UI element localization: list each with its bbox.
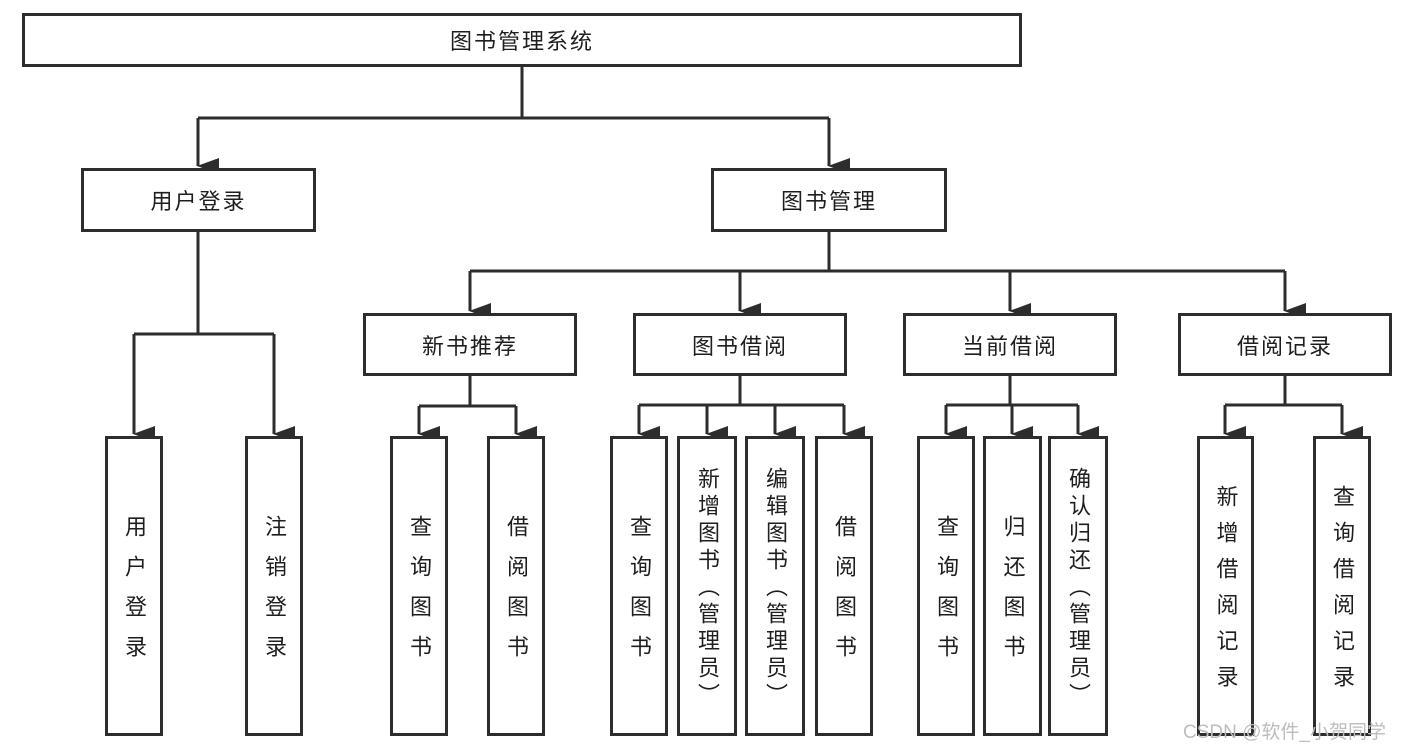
node-book-management-label: 图书管理 [780, 189, 877, 214]
node-current-borrowing-label: 当前借阅 [961, 333, 1058, 359]
node-user-login-label: 用户登录 [150, 189, 247, 214]
node-new-book-recommendation-label: 新书推荐 [421, 333, 518, 359]
leaf-rec-query-book: 查询图书 [390, 436, 448, 736]
leaf-rec-borrow-book: 借阅图书 [487, 436, 545, 736]
node-book-borrowing: 图书借阅 [633, 313, 847, 376]
leaf-rec-borrow-book-label: 借阅图书 [504, 515, 529, 675]
node-book-management: 图书管理 [711, 168, 947, 232]
leaf-user-login: 用户登录 [105, 436, 163, 736]
leaf-br-query-record-label: 查询借阅记录 [1330, 485, 1355, 701]
csdn-watermark: CSDN @软件_小贺同学 [1183, 722, 1386, 743]
leaf-cb-return-book: 归还图书 [983, 436, 1042, 736]
leaf-logout-label: 注销登录 [262, 515, 287, 675]
leaf-cb-query-book: 查询图书 [917, 436, 975, 736]
node-current-borrowing: 当前借阅 [903, 313, 1117, 376]
leaf-bb-edit-book-label: 编辑图书（管理员） [763, 467, 788, 710]
leaf-rec-query-book-label: 查询图书 [407, 515, 432, 675]
node-borrowing-records: 借阅记录 [1178, 313, 1392, 376]
leaf-bb-borrow-book: 借阅图书 [815, 436, 873, 736]
leaf-bb-add-book-label: 新增图书（管理员） [695, 467, 720, 710]
leaf-br-query-record: 查询借阅记录 [1313, 436, 1371, 736]
node-root: 图书管理系统 [22, 13, 1022, 67]
node-book-borrowing-label: 图书借阅 [691, 333, 788, 359]
leaf-br-add-record: 新增借阅记录 [1197, 436, 1254, 736]
leaf-bb-borrow-book-label: 借阅图书 [832, 515, 857, 675]
leaf-logout: 注销登录 [245, 436, 303, 736]
leaf-cb-return-book-label: 归还图书 [1000, 515, 1026, 675]
leaf-br-add-record-label: 新增借阅记录 [1213, 485, 1239, 701]
leaf-cb-query-book-label: 查询图书 [934, 515, 959, 675]
leaf-bb-edit-book: 编辑图书（管理员） [745, 436, 805, 736]
leaf-user-login-label: 用户登录 [122, 515, 147, 675]
leaf-cb-confirm-return-label: 确认归还（管理员） [1066, 467, 1091, 710]
leaf-bb-add-book: 新增图书（管理员） [677, 436, 737, 736]
node-user-login: 用户登录 [81, 168, 316, 232]
node-borrowing-records-label: 借阅记录 [1236, 333, 1333, 359]
node-new-book-recommendation: 新书推荐 [363, 313, 577, 376]
leaf-bb-query-book-label: 查询图书 [627, 515, 652, 675]
node-root-label: 图书管理系统 [449, 29, 594, 54]
leaf-cb-confirm-return: 确认归还（管理员） [1048, 436, 1108, 736]
leaf-bb-query-book: 查询图书 [610, 436, 668, 736]
